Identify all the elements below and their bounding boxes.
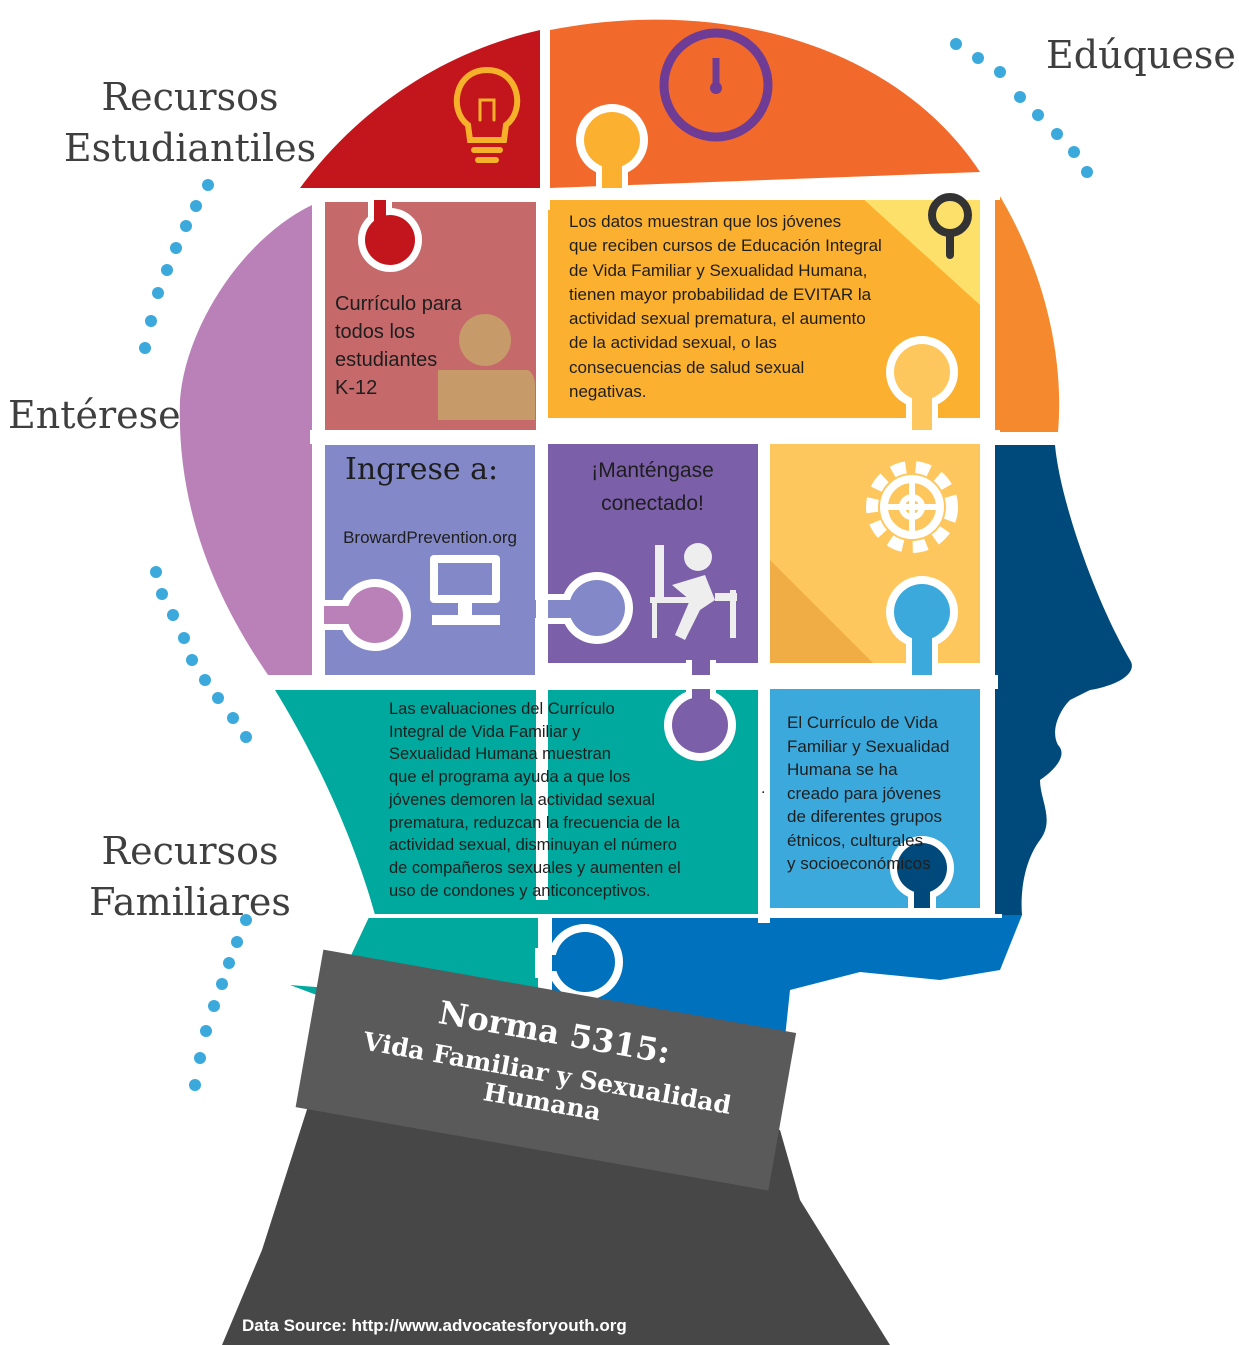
- desk-user-icon: [650, 543, 737, 640]
- right-orange-piece: [995, 188, 1060, 432]
- stray-dot: .: [761, 780, 766, 797]
- dotted-arc-bottom-left: [189, 914, 252, 1091]
- family-resources-label: Recursos Familiares: [89, 829, 291, 925]
- evaluations-text: Las evaluaciones del Currículo Integral …: [389, 700, 681, 900]
- gear-icon: [866, 461, 958, 553]
- educate-label: Edúquese: [1046, 33, 1236, 77]
- amber-tile-highlight: [860, 196, 980, 305]
- dotted-arc-middle-left: [150, 566, 252, 743]
- student-resources-label: Recursos Estudiantiles: [63, 75, 317, 171]
- back-of-head-piece: [179, 205, 312, 675]
- stay-connected-text: ¡Manténgase conectado!: [591, 459, 714, 515]
- visit-label: Ingrese a:: [345, 452, 499, 487]
- puzzle-connectors: [312, 104, 958, 1000]
- lightbulb-icon: [453, 66, 521, 163]
- clock-icon: [659, 28, 773, 142]
- data-shows-text: Los datos muestran que los jóvenes que r…: [569, 212, 882, 402]
- banner-shape: [295, 949, 797, 1191]
- person-icon: [438, 314, 535, 420]
- grid-gutters: [268, 20, 1002, 1059]
- data-source-text: Data Source: http://www.advocatesforyout…: [242, 1316, 627, 1335]
- visit-url-text: BrowardPrevention.org: [343, 528, 517, 547]
- face-profile-piece: [995, 445, 1132, 915]
- curriculum-all-text: Currículo para todos los estudiantes K-1…: [335, 293, 462, 399]
- dotted-arc-top-left: [139, 179, 214, 354]
- get-informed-label: Entérese: [8, 393, 181, 437]
- magnifier-icon: [928, 193, 972, 259]
- dotted-arc-top-right: [950, 38, 1093, 178]
- designed-for-text: El Currículo de Vida Familiar y Sexualid…: [787, 713, 950, 873]
- top-red-piece: [300, 30, 540, 188]
- teal-tile: [275, 690, 758, 915]
- computer-icon: [430, 555, 500, 625]
- yellow-tile-shade: [770, 560, 873, 663]
